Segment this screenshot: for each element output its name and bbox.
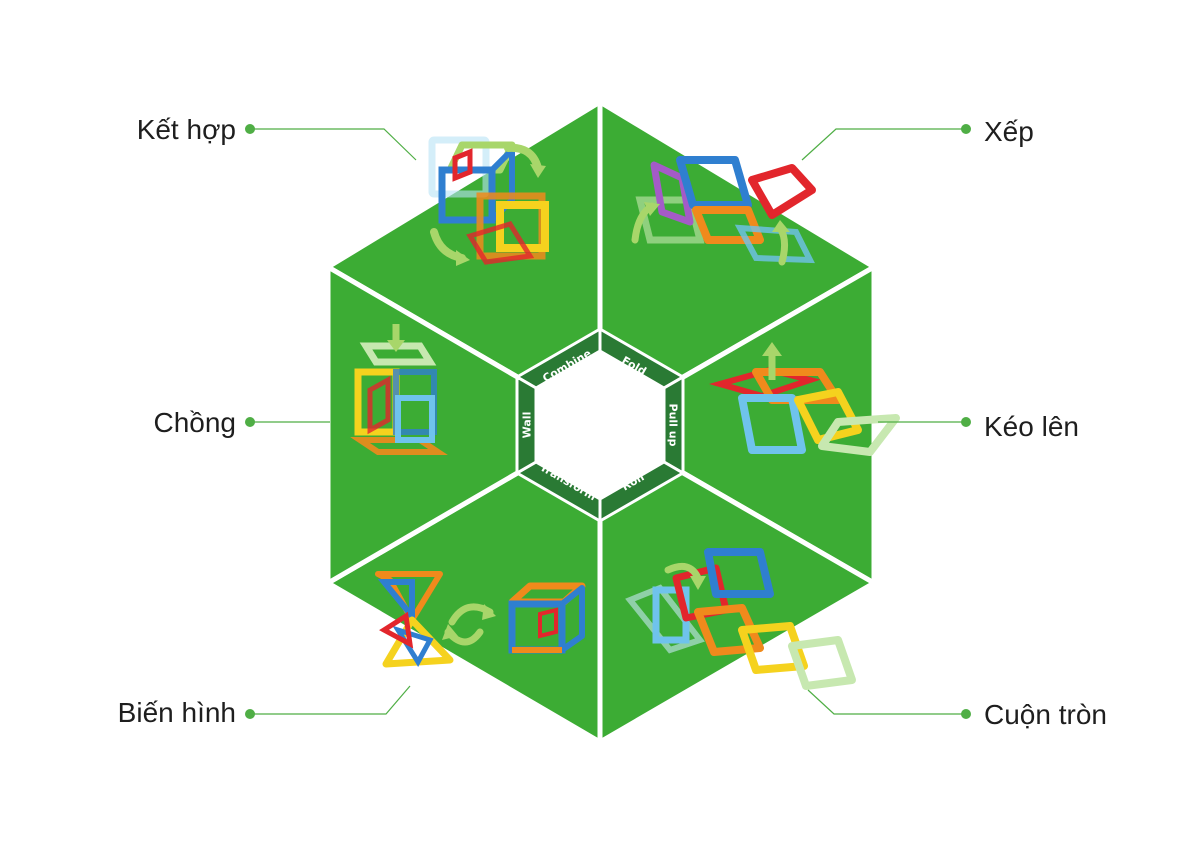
leader-dot-bottom-left <box>245 709 255 719</box>
label-top-left: Kết hợp <box>137 114 236 145</box>
label-bottom-left: Biến hình <box>118 697 236 728</box>
label-mid-left: Chồng <box>153 407 236 438</box>
leader-dot-bottom-right <box>961 709 971 719</box>
leader-bottom-left <box>250 685 411 715</box>
combine-illustration <box>428 136 549 266</box>
inner-ring <box>515 327 685 523</box>
inner-label-pull-up: Pull up <box>667 404 680 447</box>
leader-dot-mid-left <box>245 417 255 427</box>
inner-label-wall: Wall <box>521 412 534 439</box>
center-hole <box>536 351 664 499</box>
leader-lines <box>245 124 971 719</box>
label-top-right: Xếp <box>984 116 1034 147</box>
transform-illustration <box>375 571 586 668</box>
wall-illustration <box>350 324 448 455</box>
pull-up-illustration <box>708 342 900 456</box>
leader-top-left <box>250 128 417 161</box>
leader-bottom-right <box>807 689 966 715</box>
leader-dot-top-right <box>961 124 971 134</box>
leader-dot-mid-right <box>961 417 971 427</box>
leader-top-right <box>801 128 966 161</box>
hexagon-segments <box>325 99 877 745</box>
label-bottom-right: Cuộn tròn <box>984 699 1107 730</box>
label-mid-right: Kéo lên <box>984 411 1079 442</box>
fold-illustration <box>631 156 816 266</box>
roll-illustration <box>625 548 856 690</box>
leader-dot-top-left <box>245 124 255 134</box>
